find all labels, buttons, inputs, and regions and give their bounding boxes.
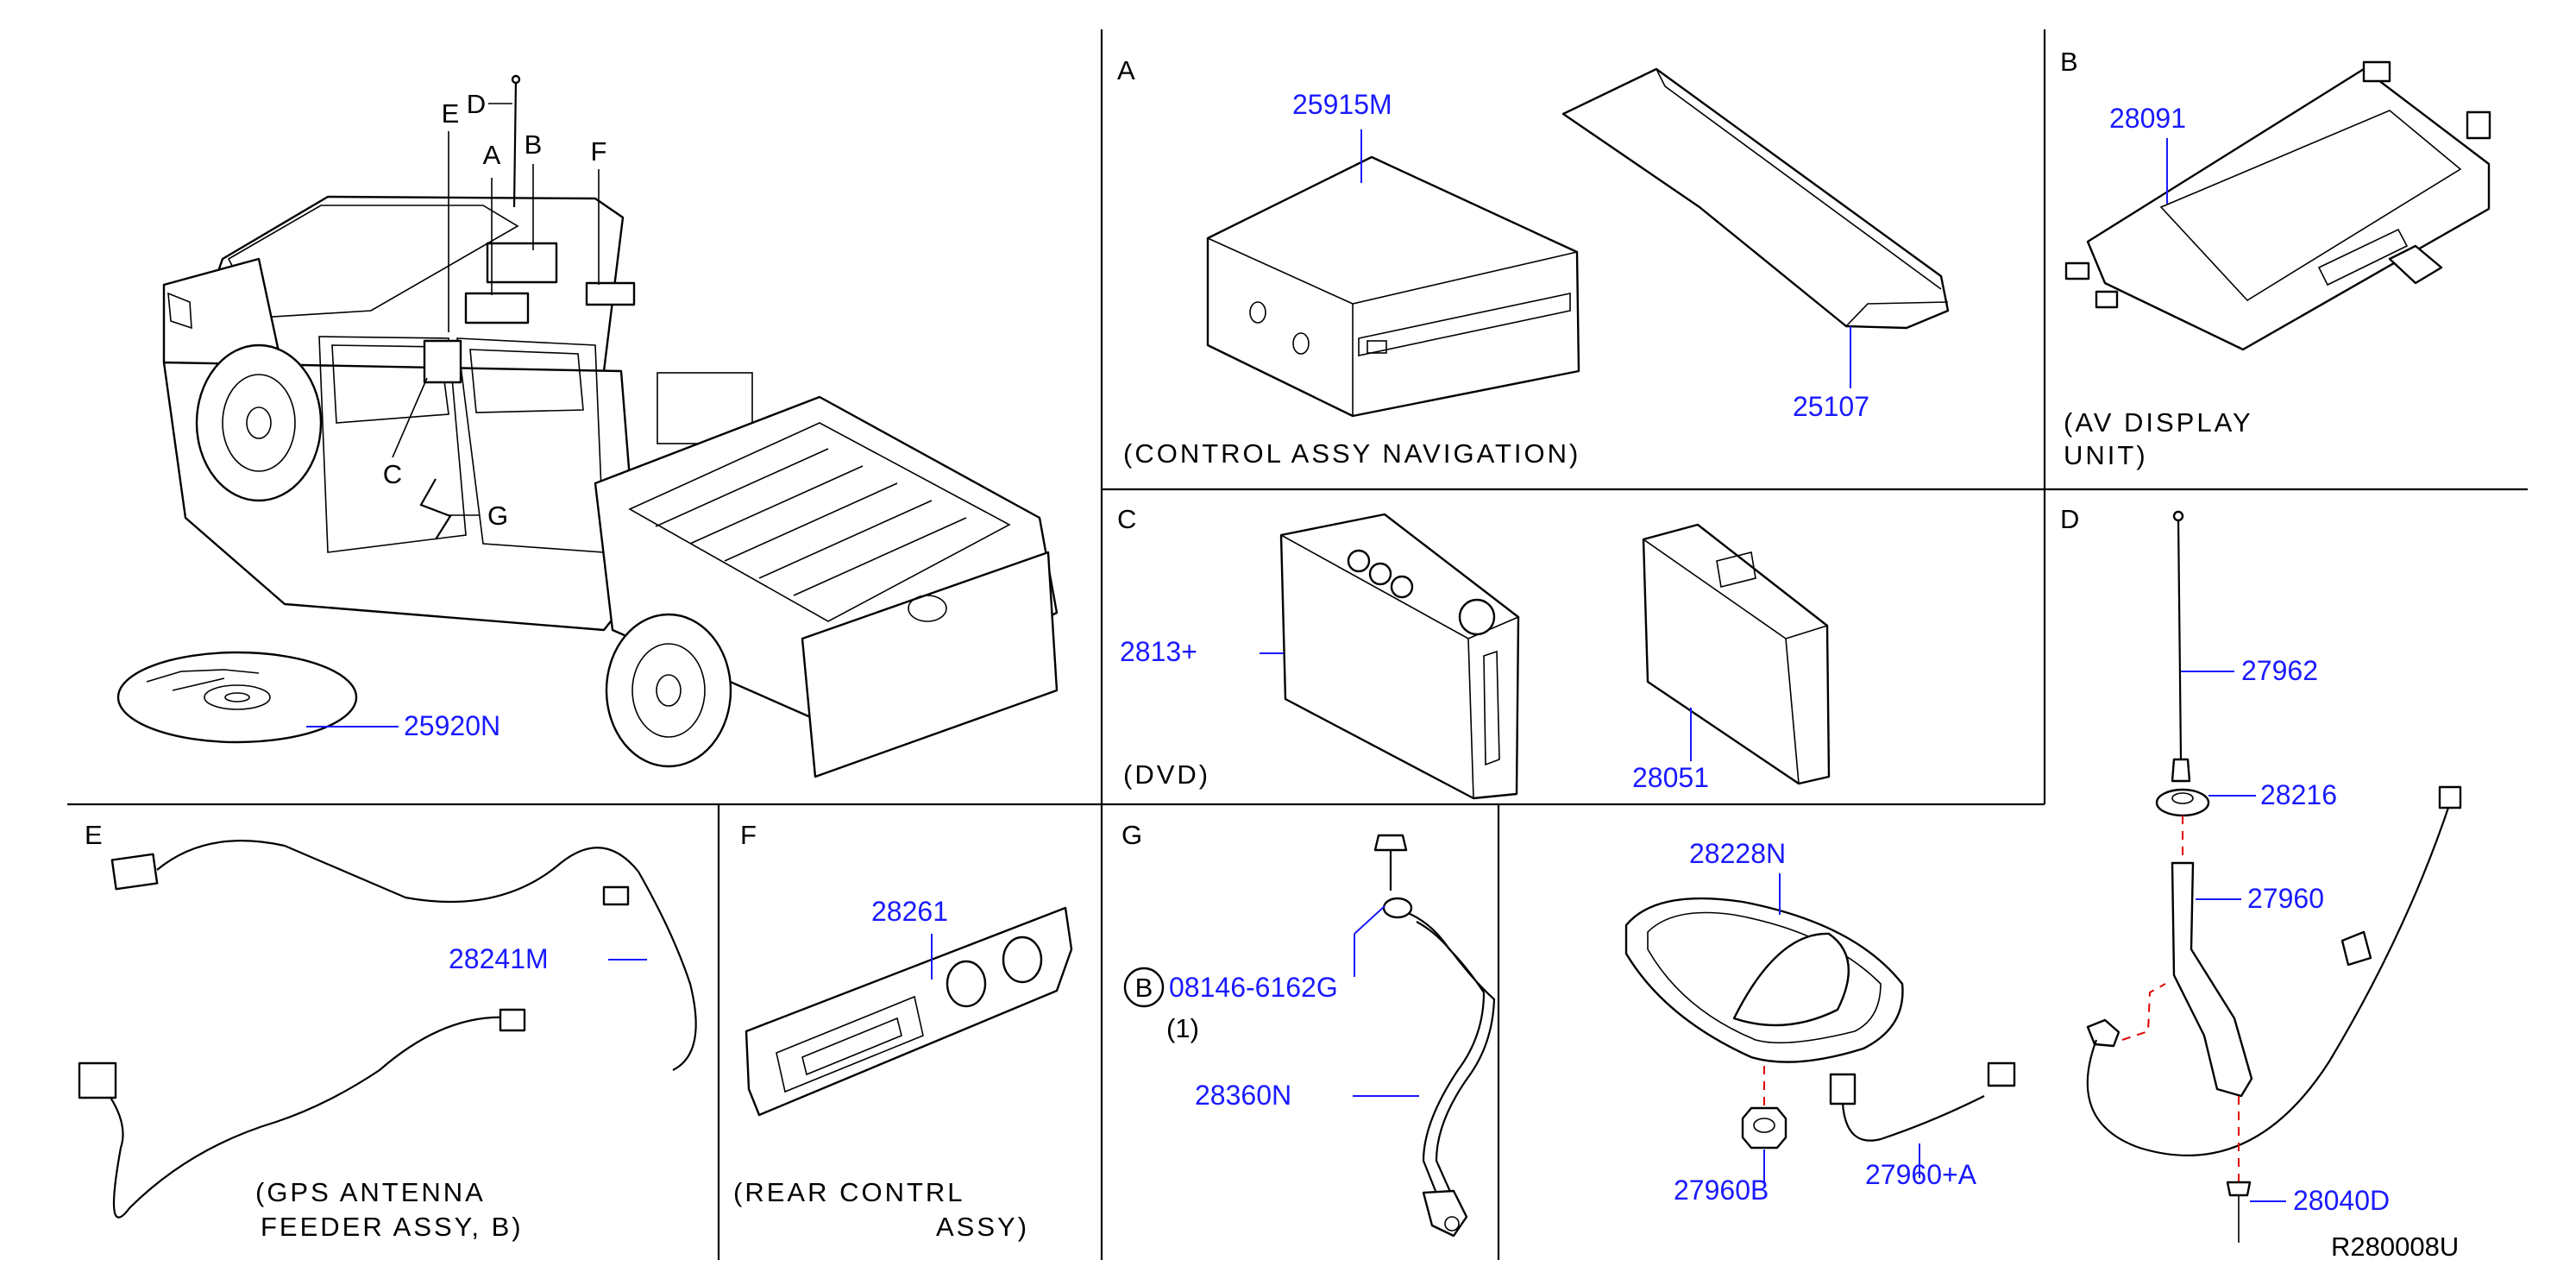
part-number-28228n: 28228N <box>1689 838 1786 869</box>
overview-callouts: D E A B F C G <box>383 89 607 531</box>
rear-control-panel-illustration <box>745 906 1073 1117</box>
section-e-caption-line2: FEEDER ASSY, B) <box>261 1212 524 1242</box>
part-number-28241m: 28241M <box>449 943 549 974</box>
antenna-rod-illustration <box>2171 510 2234 783</box>
callout-e: E <box>442 98 460 129</box>
diagram-code: R280008U <box>2331 1231 2459 1262</box>
callout-b: B <box>525 129 543 160</box>
dvd-player-illustration <box>1260 513 1520 800</box>
dvd-tuner-illustration <box>1642 523 1831 785</box>
part-number-25107: 25107 <box>1793 391 1869 422</box>
section-b-letter: B <box>2060 47 2078 77</box>
part-number-28360n: 28360N <box>1195 1080 1291 1111</box>
section-a-caption: (CONTROL ASSY NAVIGATION) <box>1123 438 1580 469</box>
section-a-letter: A <box>1117 55 1135 85</box>
gps-feeder-cable-illustration <box>78 840 697 1219</box>
shark-fin-antenna-illustration <box>1624 873 2016 1182</box>
part-number-27962: 27962 <box>2241 655 2318 686</box>
section-f-letter: F <box>740 820 757 850</box>
map-disc-illustration <box>116 651 399 744</box>
callout-c: C <box>383 459 402 489</box>
bolt-quantity: (1) <box>1166 1013 1199 1043</box>
av-display-unit-illustration <box>2064 60 2491 351</box>
callout-g: G <box>487 501 508 531</box>
part-number-28051: 28051 <box>1632 762 1709 793</box>
ground-strap-illustration <box>1353 834 1496 1238</box>
truck-overview-illustration <box>162 74 1059 778</box>
callout-a: A <box>483 140 501 170</box>
section-b-caption-line2: UNIT) <box>2064 440 2148 470</box>
bolt-symbol-circle <box>1123 967 1165 1008</box>
section-c-caption: (DVD) <box>1123 759 1210 790</box>
section-dividers <box>67 29 2528 1260</box>
section-e-letter: E <box>85 820 103 850</box>
navigation-control-unit-illustration <box>1206 129 1580 418</box>
callout-f: F <box>591 136 607 167</box>
section-d-letter: D <box>2060 504 2079 534</box>
section-e-caption-line1: (GPS ANTENNA <box>255 1177 486 1207</box>
section-f-caption-line1: (REAR CONTRL <box>733 1177 965 1207</box>
section-b-caption-line1: (AV DISPLAY <box>2064 407 2253 438</box>
antenna-mast-assembly-illustration <box>2086 785 2462 1243</box>
bolt-symbol-letter: B <box>1135 973 1153 1003</box>
section-g-letter: G <box>1122 820 1142 850</box>
part-number-28261: 28261 <box>871 896 948 927</box>
antenna-base-illustration <box>2155 788 2256 817</box>
part-number-25920n: 25920N <box>404 710 500 741</box>
part-number-28091: 28091 <box>2109 103 2186 134</box>
section-f-caption-line2: ASSY) <box>936 1212 1029 1242</box>
part-number-28040d: 28040D <box>2293 1185 2390 1216</box>
part-number-08146-6162g: 08146-6162G <box>1169 972 1338 1003</box>
part-number-27960: 27960 <box>2247 883 2324 914</box>
part-number-27960b: 27960B <box>1674 1175 1769 1206</box>
part-number-25915m: 25915M <box>1292 89 1392 120</box>
part-number-27960a: 27960+A <box>1865 1159 1977 1190</box>
part-number-28216: 28216 <box>2260 779 2337 810</box>
callout-d: D <box>467 89 486 119</box>
section-c-letter: C <box>1117 504 1136 534</box>
navigation-cover-illustration <box>1561 67 1950 388</box>
part-number-2813x: 2813+ <box>1120 636 1197 667</box>
